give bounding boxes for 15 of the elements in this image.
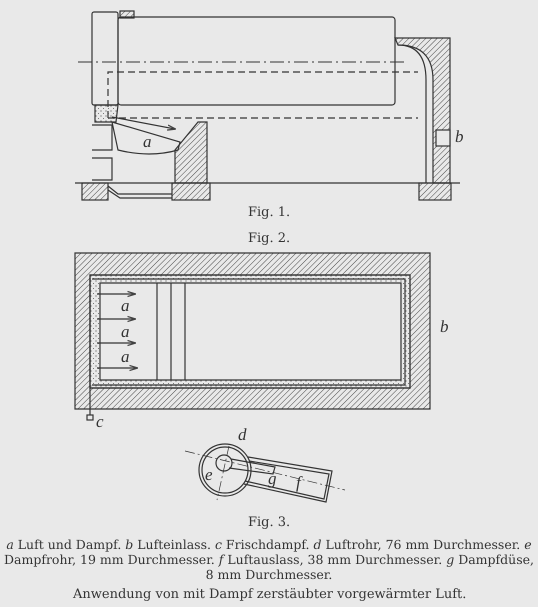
callout-letter: b [440, 318, 448, 335]
figure-label: Fig. 2. [248, 232, 290, 245]
callout-letter: a [143, 133, 152, 150]
callout-letter: a [121, 348, 130, 365]
figure-label: Fig. 1. [248, 206, 290, 219]
caption: Anwendung von mit Dampf zerstäubter vorgewärmter Luft. [73, 588, 466, 601]
callout-letter: c [96, 413, 104, 430]
legend-paragraph: a Luft und Dampf. b Lufteinlass. c Frischdampf. d Luftrohr, 76 mm Durchmesser. e Dampfrohr, 19 mm Durchmesser. f Luftauslass, 38 mm Durchmesser. g Dampfdüse, 8 mm Durchmesser. [4, 537, 534, 582]
callout-letter: a [121, 297, 130, 314]
figure-label: Fig. 3. [248, 516, 290, 529]
callout-letter: e [205, 466, 213, 483]
callout-letter: d [238, 426, 246, 443]
callout-letter: f [296, 474, 301, 491]
callout-letter: b [455, 128, 464, 145]
callout-letter: a [121, 323, 130, 340]
